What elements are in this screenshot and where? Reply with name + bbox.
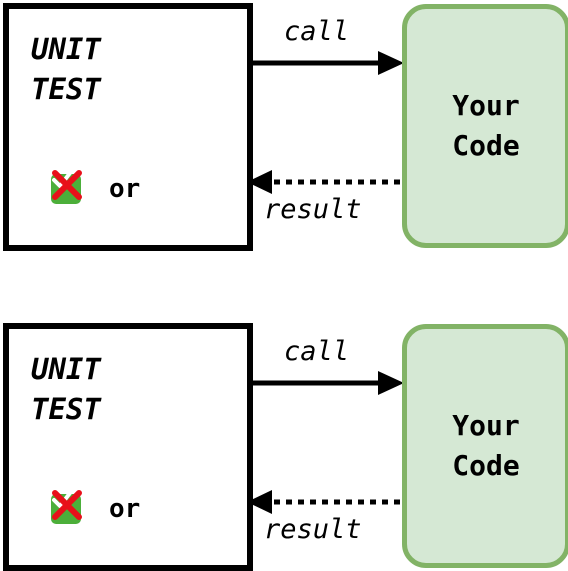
- or-text: or: [109, 174, 141, 204]
- call-label: call: [284, 16, 350, 47]
- unit-test-title: UNIT TEST: [31, 32, 101, 106]
- result-label: result: [264, 514, 362, 545]
- result-options: or: [51, 489, 160, 529]
- your-code-box: Your Code: [402, 4, 568, 248]
- result-arrow: [247, 170, 400, 194]
- call-arrow: [247, 371, 404, 395]
- arrows-layer: [247, 51, 404, 194]
- cross-icon: [52, 170, 82, 200]
- result-arrow: [247, 490, 400, 514]
- cross-icon: [52, 490, 82, 520]
- your-code-label: Your Code: [452, 409, 520, 482]
- call-label: call: [284, 336, 350, 367]
- result-label: result: [264, 194, 362, 225]
- unit-test-title: UNIT TEST: [31, 352, 101, 426]
- arrows-layer: [247, 371, 404, 514]
- your-code-label: Your Code: [452, 89, 520, 162]
- result-options: or: [51, 169, 160, 209]
- unit-test-box: UNIT TEST or: [3, 323, 253, 571]
- unit-test-box: UNIT TEST or: [3, 3, 253, 251]
- your-code-box: Your Code: [402, 324, 568, 568]
- diagram-panel-top: UNIT TEST or Your Code call result: [0, 0, 568, 251]
- call-arrow: [247, 51, 404, 75]
- diagram-panel-bottom: UNIT TEST or Your Code call result: [0, 320, 568, 571]
- or-text: or: [109, 494, 141, 524]
